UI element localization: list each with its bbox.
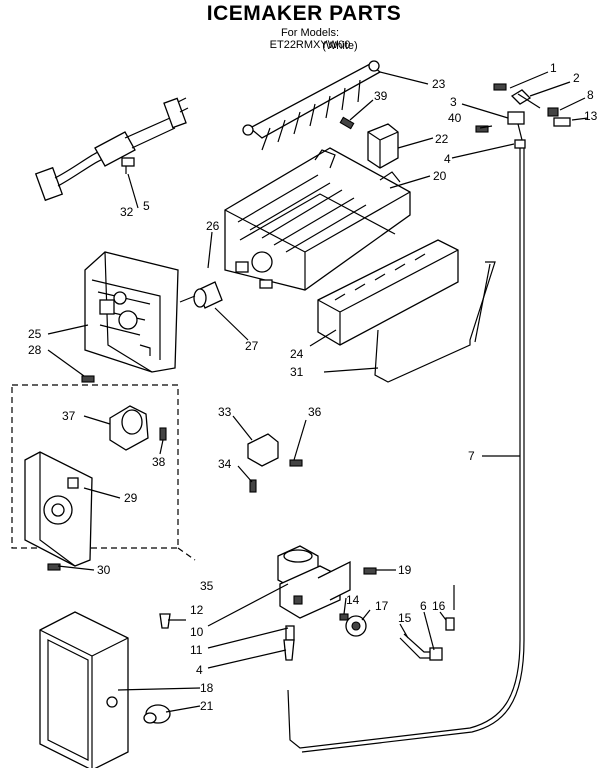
icemaker-body bbox=[224, 147, 411, 291]
callout-18: 18 bbox=[200, 681, 214, 695]
clip-12 bbox=[159, 613, 171, 629]
callout-5: 5 bbox=[143, 199, 150, 213]
leader-lines bbox=[47, 71, 589, 713]
callout-4-bottom: 4 bbox=[196, 663, 203, 677]
callout-24: 24 bbox=[290, 347, 304, 361]
callout-6: 6 bbox=[420, 599, 427, 613]
callout-17: 17 bbox=[375, 599, 389, 613]
assembly-35-box bbox=[11, 384, 196, 561]
housing-29 bbox=[24, 451, 93, 567]
callout-31: 31 bbox=[290, 365, 304, 379]
callout-34: 34 bbox=[218, 457, 232, 471]
callout-28: 28 bbox=[28, 343, 42, 357]
callout-3: 3 bbox=[450, 95, 457, 109]
callout-1: 1 bbox=[550, 61, 557, 75]
callout-29: 29 bbox=[124, 491, 138, 505]
bracket-33 bbox=[247, 433, 303, 493]
callout-8: 8 bbox=[587, 88, 594, 102]
callout-30: 30 bbox=[97, 563, 111, 577]
callout-2: 2 bbox=[573, 71, 580, 85]
callout-11: 11 bbox=[190, 643, 203, 657]
variant-subtitle: (White) bbox=[322, 40, 358, 52]
knob-21 bbox=[143, 704, 171, 724]
callout-15: 15 bbox=[398, 611, 412, 625]
callout-10: 10 bbox=[190, 625, 204, 639]
callout-27: 27 bbox=[245, 339, 259, 353]
feeler-arm-31 bbox=[374, 261, 496, 383]
callout-21: 21 bbox=[200, 699, 214, 713]
callout-26: 26 bbox=[206, 219, 220, 233]
callout-38: 38 bbox=[152, 455, 166, 469]
callout-19: 19 bbox=[398, 563, 412, 577]
callout-39: 39 bbox=[374, 89, 388, 103]
callout-23: 23 bbox=[432, 77, 446, 91]
callout-35: 35 bbox=[200, 579, 214, 593]
control-module bbox=[84, 251, 179, 373]
callout-32: 32 bbox=[120, 205, 134, 219]
guide-22 bbox=[367, 123, 399, 169]
shield-24 bbox=[317, 239, 459, 346]
callout-16: 16 bbox=[432, 599, 446, 613]
wire-harness bbox=[34, 97, 189, 202]
fill-tube-fittings bbox=[493, 83, 571, 149]
page-title: ICEMAKER PARTS bbox=[206, 2, 402, 25]
callout-labels: 1 2 3 8 13 40 4 23 39 22 20 32 5 26 27 2… bbox=[28, 61, 598, 713]
callout-33: 33 bbox=[218, 405, 232, 419]
callout-14: 14 bbox=[346, 593, 360, 607]
callout-40: 40 bbox=[448, 111, 462, 125]
screw-39 bbox=[339, 116, 355, 130]
motor-27 bbox=[179, 281, 223, 309]
water-valve-10 bbox=[277, 545, 351, 619]
callout-13: 13 bbox=[584, 109, 598, 123]
valve-fittings bbox=[283, 567, 455, 661]
callout-4-top: 4 bbox=[444, 152, 451, 166]
motor-37 bbox=[109, 405, 149, 451]
callout-22: 22 bbox=[435, 132, 449, 146]
access-panel-18 bbox=[39, 611, 129, 768]
callout-20: 20 bbox=[433, 169, 447, 183]
callout-25: 25 bbox=[28, 327, 42, 341]
ejector-23 bbox=[242, 60, 382, 151]
callout-36: 36 bbox=[308, 405, 322, 419]
callout-12: 12 bbox=[190, 603, 204, 617]
callout-7: 7 bbox=[468, 449, 475, 463]
models-subtitle: For Models: ET22RMXYW00 bbox=[269, 27, 351, 51]
callout-37: 37 bbox=[62, 409, 76, 423]
water-tube-7 bbox=[287, 148, 525, 753]
